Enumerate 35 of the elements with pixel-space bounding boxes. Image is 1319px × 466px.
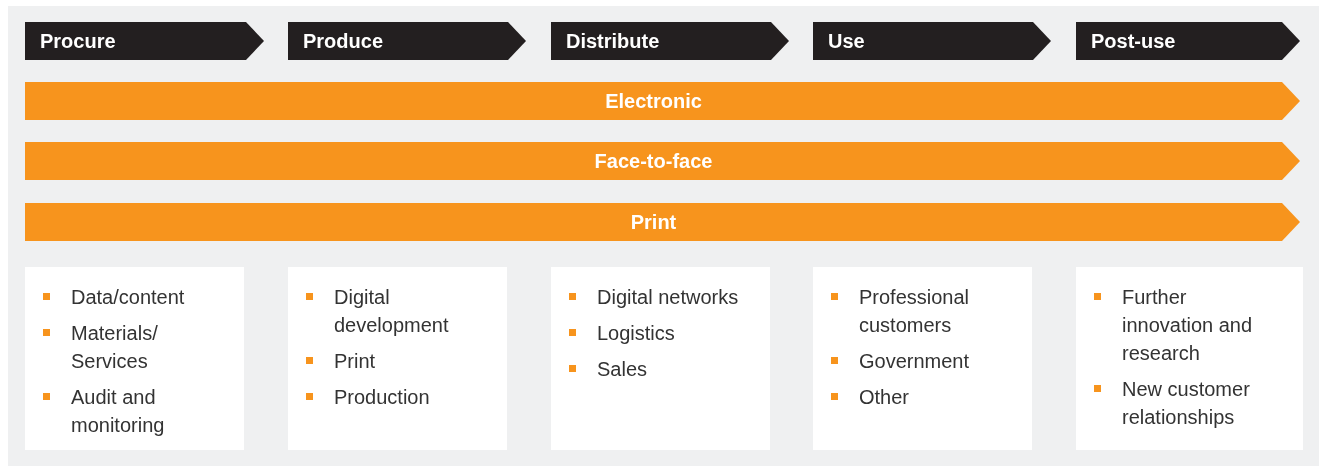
stage-label: Procure xyxy=(40,29,116,54)
list-item: Print xyxy=(334,349,377,374)
stage-header-tab xyxy=(288,22,526,60)
list-item: Digital networks xyxy=(597,285,740,310)
list-item: Other xyxy=(859,385,911,410)
stage-header-tab xyxy=(813,22,1051,60)
channel-band xyxy=(25,203,1300,241)
list-item: Sales xyxy=(597,357,649,382)
stage-header-tab xyxy=(1076,22,1300,60)
list-card xyxy=(1076,267,1303,450)
list-item: Production xyxy=(334,385,431,410)
list-card xyxy=(551,267,770,450)
stage-label: Produce xyxy=(303,29,384,54)
list-item: Digital development xyxy=(334,285,450,338)
list-card xyxy=(813,267,1032,450)
stage-header-tab xyxy=(551,22,789,60)
stage-label: Distribute xyxy=(566,29,660,54)
list-item: Government xyxy=(859,349,971,374)
list-item: Audit and monitoring xyxy=(71,385,166,438)
list-item: Further innovation and research xyxy=(1122,285,1254,366)
channel-band xyxy=(25,82,1300,120)
stage-label: Use xyxy=(828,29,865,54)
channel-band xyxy=(25,142,1300,180)
channel-label: Face-to-face xyxy=(593,149,714,174)
stage-header-tab xyxy=(25,22,264,60)
stage-label: Post-use xyxy=(1091,29,1176,54)
list-card xyxy=(25,267,244,450)
list-item: Data/content xyxy=(71,285,186,310)
channel-label: Electronic xyxy=(604,89,703,114)
list-item: Professional customers xyxy=(859,285,971,338)
list-item: Materials/ Services xyxy=(71,321,159,374)
list-item: Logistics xyxy=(597,321,676,346)
channel-label: Print xyxy=(629,210,678,235)
list-item: New customer relationships xyxy=(1122,377,1251,430)
list-card xyxy=(288,267,507,450)
